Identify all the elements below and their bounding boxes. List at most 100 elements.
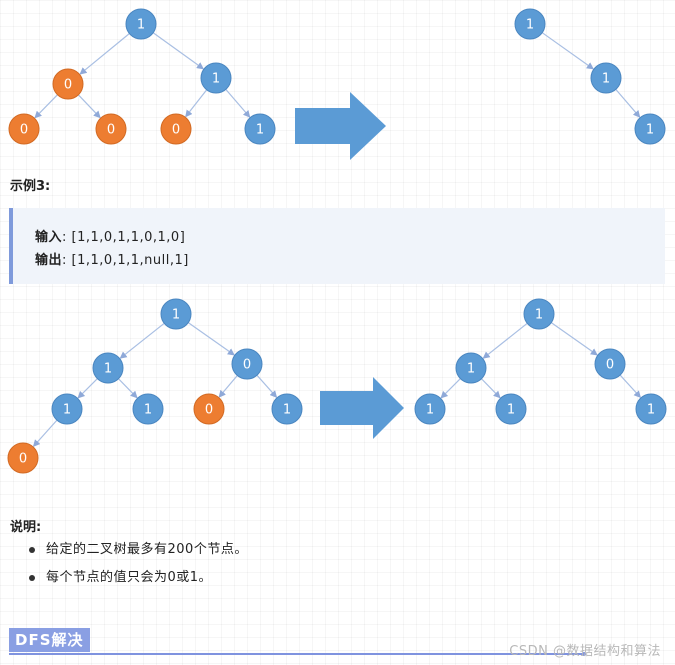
- example-3-title: 示例3:: [10, 179, 51, 194]
- node-value: 0: [205, 403, 213, 418]
- node-circle: [244, 113, 276, 145]
- tree-edge: [187, 322, 235, 356]
- example-3-input: 输入: [1,1,0,1,1,0,1,0]: [35, 226, 185, 245]
- list-item: 每个节点的值只会为0或1。: [26, 568, 248, 596]
- node-value: 0: [172, 123, 180, 138]
- node-value: 0: [107, 123, 115, 138]
- node-circle: [495, 393, 527, 425]
- example-3-output: 输出: [1,1,0,1,1,null,1]: [35, 249, 189, 268]
- tree-edge: [32, 419, 58, 447]
- node-circle: [8, 113, 40, 145]
- node-value: 0: [243, 358, 251, 373]
- node-value: 1: [256, 123, 264, 138]
- node-circle: [635, 393, 667, 425]
- tree-node: 1: [244, 113, 276, 145]
- node-value: 1: [212, 72, 220, 87]
- node-circle: [271, 393, 303, 425]
- example-3-figure: 1 1 0 1 1 0 1 0 1 1 0 1 1 1: [7, 298, 667, 474]
- transform-arrow: [320, 377, 404, 439]
- tree-edge: [77, 378, 98, 399]
- tree-edge: [541, 32, 594, 70]
- node-value: 0: [606, 358, 614, 373]
- node-value: 1: [283, 403, 291, 418]
- tree-edge: [482, 322, 528, 359]
- tree-node: 0: [95, 113, 127, 145]
- tree-node: 1: [414, 393, 446, 425]
- node-value: 1: [172, 308, 180, 323]
- tree-edge: [118, 378, 138, 399]
- tree-node: 1: [132, 393, 164, 425]
- example-3-output-tree: 1 1 0 1 1 1: [414, 298, 667, 425]
- node-circle: [52, 68, 84, 100]
- node-circle: [125, 8, 157, 40]
- node-circle: [634, 113, 666, 145]
- node-value: 1: [63, 403, 71, 418]
- node-value: 1: [602, 72, 610, 87]
- node-circle: [160, 113, 192, 145]
- output-label: 输出: [35, 253, 63, 268]
- node-circle: [594, 348, 626, 380]
- list-item: 给定的二叉树最多有200个节点。: [26, 540, 248, 568]
- section-divider: [9, 653, 585, 655]
- tree-node: 1: [635, 393, 667, 425]
- tree-node: 1: [590, 62, 622, 94]
- example-3-box: 输入: [1,1,0,1,1,0,1,0] 输出: [1,1,0,1,1,nul…: [9, 208, 665, 284]
- example-2-input-tree: 1 0 1 0 0 0 1: [8, 8, 276, 145]
- input-separator: :: [62, 230, 72, 245]
- tree-edge: [225, 88, 251, 118]
- section-divider-dot: [582, 652, 586, 656]
- example-2-figure: 1 0 1 0 0 0 1 1 1 1: [8, 8, 666, 160]
- tree-edge: [152, 32, 204, 70]
- node-circle: [414, 393, 446, 425]
- tree-node: 0: [594, 348, 626, 380]
- tree-edge: [481, 378, 501, 399]
- notes-title: 说明:: [10, 520, 42, 535]
- tree-node: 0: [231, 348, 263, 380]
- node-circle: [7, 442, 39, 474]
- node-value: 1: [104, 362, 112, 377]
- tree-node: 0: [52, 68, 84, 100]
- tree-edge: [119, 322, 165, 359]
- tree-edge: [34, 94, 58, 119]
- node-circle: [523, 298, 555, 330]
- tree-edge: [615, 88, 641, 118]
- output-value: [1,1,0,1,1,null,1]: [71, 253, 189, 268]
- tree-node: 1: [160, 298, 192, 330]
- tree-node: 1: [455, 352, 487, 384]
- node-value: 0: [20, 123, 28, 138]
- node-circle: [231, 348, 263, 380]
- tree-node: 0: [8, 113, 40, 145]
- tree-node: 1: [514, 8, 546, 40]
- node-value: 1: [507, 403, 515, 418]
- section-title: DFS解决: [9, 628, 90, 652]
- node-circle: [160, 298, 192, 330]
- tree-edge: [79, 33, 130, 75]
- node-circle: [95, 113, 127, 145]
- node-circle: [51, 393, 83, 425]
- tree-node: 1: [495, 393, 527, 425]
- tree-edge: [77, 94, 101, 119]
- node-circle: [455, 352, 487, 384]
- tree-node: 1: [51, 393, 83, 425]
- tree-edge: [619, 374, 642, 399]
- node-value: 1: [426, 403, 434, 418]
- tree-node: 1: [634, 113, 666, 145]
- example-3-input-tree: 1 1 0 1 1 0 1 0: [7, 298, 303, 474]
- node-circle: [200, 62, 232, 94]
- watermark: CSDN @数据结构和算法: [509, 644, 661, 659]
- node-value: 1: [137, 18, 145, 33]
- tree-node: 0: [193, 393, 225, 425]
- node-circle: [514, 8, 546, 40]
- node-value: 0: [64, 78, 72, 93]
- node-value: 0: [19, 452, 27, 467]
- input-value: [1,1,0,1,1,0,1,0]: [71, 230, 186, 245]
- tree-node: 0: [7, 442, 39, 474]
- tree-node: 0: [160, 113, 192, 145]
- tree-edge: [185, 89, 208, 118]
- node-value: 1: [535, 308, 543, 323]
- node-circle: [92, 352, 124, 384]
- input-label: 输入: [35, 230, 63, 245]
- node-circle: [590, 62, 622, 94]
- tree-node: 1: [92, 352, 124, 384]
- tree-node: 1: [200, 62, 232, 94]
